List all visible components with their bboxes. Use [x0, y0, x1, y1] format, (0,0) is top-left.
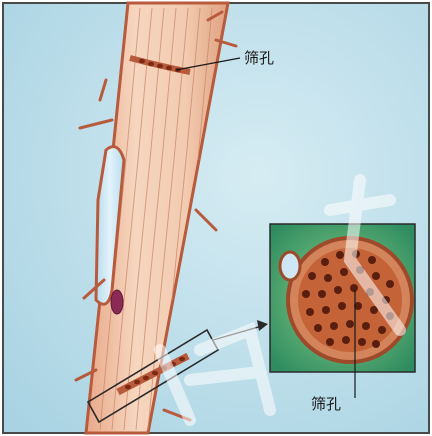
inset-panel [270, 224, 415, 372]
sieve-pore-label-top: 筛孔 [244, 51, 274, 66]
sieve-pore-label-bottom: 筛孔 [311, 397, 341, 412]
nucleus [111, 290, 123, 314]
